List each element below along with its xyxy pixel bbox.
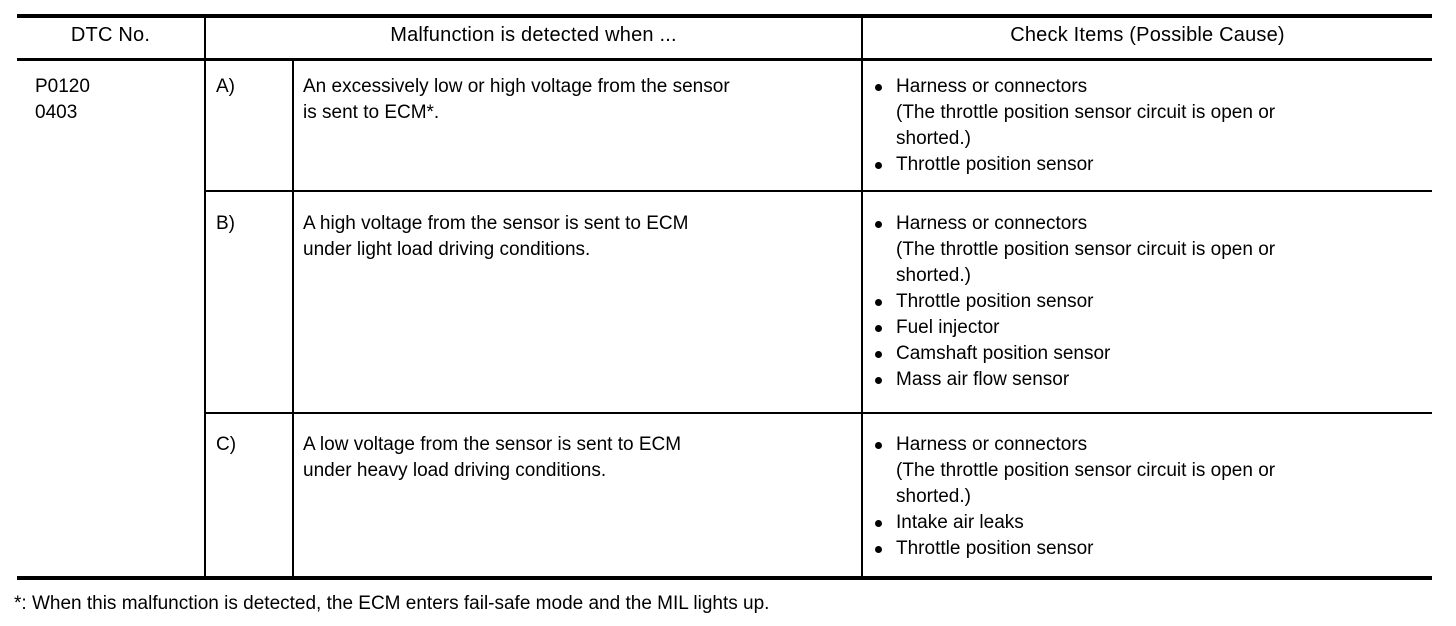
column-divider-checkitems bbox=[861, 16, 863, 578]
bullet-icon bbox=[875, 377, 882, 384]
check-item-text: Harness or connectors bbox=[896, 434, 1088, 455]
list-item: Fuel injector bbox=[872, 315, 1432, 341]
dtc-code-cell: P0120 0403 bbox=[35, 74, 195, 126]
column-divider-dtc bbox=[204, 16, 206, 578]
bullet-icon bbox=[875, 520, 882, 527]
check-item-subtext: shorted.) bbox=[896, 128, 971, 149]
dtc-code-line-1: P0120 bbox=[35, 76, 90, 97]
row-divider-c bbox=[205, 412, 1432, 414]
check-items-list-b: Harness or connectors (The throttle posi… bbox=[872, 211, 1432, 393]
column-header-check-items: Check Items (Possible Cause) bbox=[1010, 24, 1285, 46]
check-item-subtext: shorted.) bbox=[896, 486, 971, 507]
list-item: Harness or connectors (The throttle posi… bbox=[872, 211, 1432, 289]
table-top-border bbox=[17, 14, 1432, 18]
bullet-icon bbox=[875, 351, 882, 358]
check-item-subtext: shorted.) bbox=[896, 265, 971, 286]
list-item: Harness or connectors (The throttle posi… bbox=[872, 432, 1432, 510]
bullet-icon bbox=[875, 299, 882, 306]
list-item: Throttle position sensor bbox=[872, 536, 1432, 562]
check-item-text: Fuel injector bbox=[896, 317, 1000, 338]
dtc-code-line-2: 0403 bbox=[35, 102, 78, 123]
list-item: Camshaft position sensor bbox=[872, 341, 1432, 367]
check-item-subtext: (The throttle position sensor circuit is… bbox=[896, 102, 1276, 123]
column-header-malfunction: Malfunction is detected when ... bbox=[390, 24, 677, 46]
column-header-dtc-no: DTC No. bbox=[70, 24, 151, 46]
row-description-c: A low voltage from the sensor is sent to… bbox=[303, 432, 859, 484]
row-description-b: A high voltage from the sensor is sent t… bbox=[303, 211, 859, 263]
check-items-list-c: Harness or connectors (The throttle posi… bbox=[872, 432, 1432, 562]
check-item-text: Camshaft position sensor bbox=[896, 343, 1111, 364]
bullet-icon bbox=[875, 546, 882, 553]
description-line: under light load driving conditions. bbox=[303, 239, 591, 260]
check-item-text: Throttle position sensor bbox=[896, 291, 1094, 312]
list-item: Mass air flow sensor bbox=[872, 367, 1432, 393]
check-item-text: Harness or connectors bbox=[896, 213, 1088, 234]
bullet-icon bbox=[875, 221, 882, 228]
list-item: Intake air leaks bbox=[872, 510, 1432, 536]
list-item: Throttle position sensor bbox=[872, 289, 1432, 315]
check-item-text: Throttle position sensor bbox=[896, 538, 1094, 559]
bullet-icon bbox=[875, 162, 882, 169]
check-item-subtext: (The throttle position sensor circuit is… bbox=[896, 460, 1276, 481]
check-item-subtext: (The throttle position sensor circuit is… bbox=[896, 239, 1276, 260]
row-description-a: An excessively low or high voltage from … bbox=[303, 74, 859, 126]
description-line: A high voltage from the sensor is sent t… bbox=[303, 213, 689, 234]
check-item-text: Throttle position sensor bbox=[896, 154, 1094, 175]
check-item-text: Intake air leaks bbox=[896, 512, 1024, 533]
table-bottom-border bbox=[17, 576, 1432, 580]
description-line: An excessively low or high voltage from … bbox=[303, 76, 730, 97]
list-item: Throttle position sensor bbox=[872, 152, 1432, 178]
row-label-a: A) bbox=[216, 76, 235, 97]
check-item-text: Mass air flow sensor bbox=[896, 369, 1070, 390]
description-line: is sent to ECM*. bbox=[303, 102, 440, 123]
bullet-icon bbox=[875, 442, 882, 449]
check-items-list-a: Harness or connectors (The throttle posi… bbox=[872, 74, 1432, 178]
description-line: under heavy load driving conditions. bbox=[303, 460, 607, 481]
list-item: Harness or connectors (The throttle posi… bbox=[872, 74, 1432, 152]
check-item-text: Harness or connectors bbox=[896, 76, 1088, 97]
row-label-c: C) bbox=[216, 434, 237, 455]
row-label-b: B) bbox=[216, 213, 235, 234]
header-bottom-border bbox=[17, 58, 1432, 61]
column-divider-label bbox=[292, 61, 294, 578]
row-divider-b bbox=[205, 190, 1432, 192]
bullet-icon bbox=[875, 84, 882, 91]
bullet-icon bbox=[875, 325, 882, 332]
description-line: A low voltage from the sensor is sent to… bbox=[303, 434, 682, 455]
footnote: *: When this malfunction is detected, th… bbox=[14, 593, 770, 614]
